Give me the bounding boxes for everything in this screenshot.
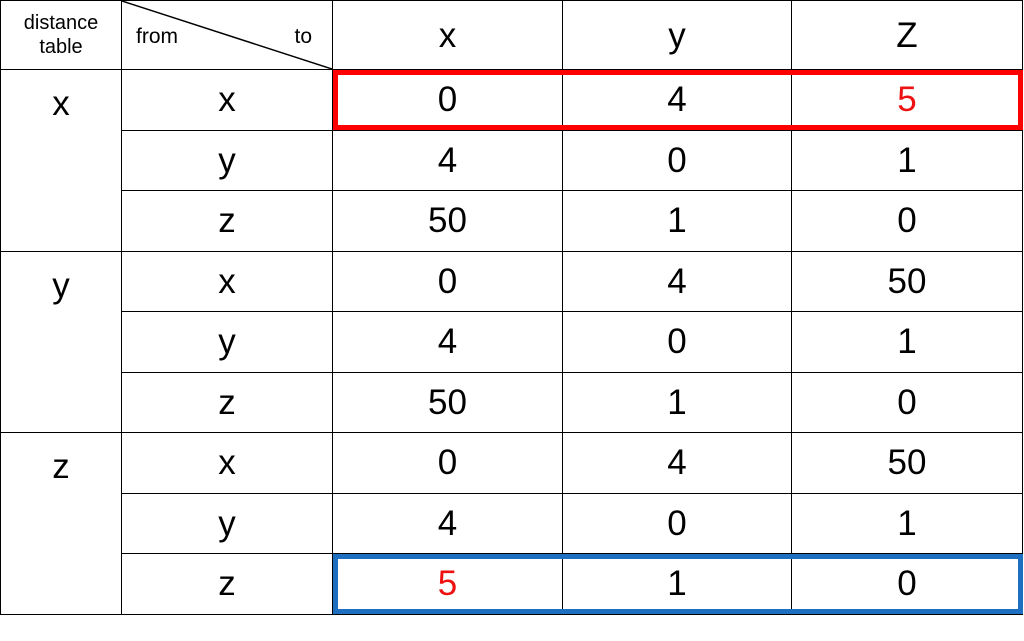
- distance-value-cell: 5: [332, 553, 563, 615]
- distance-value-cell: 1: [562, 553, 792, 615]
- distance-value-cell: 0: [791, 371, 1023, 433]
- distance-value-cell: 0: [332, 250, 563, 312]
- from-to-header: from to: [121, 0, 333, 70]
- distance-value-cell: 4: [332, 492, 563, 554]
- from-node-cell: y: [121, 129, 333, 191]
- distance-value-cell: 0: [332, 69, 563, 131]
- from-node-cell: z: [121, 190, 333, 252]
- group-label: y: [0, 250, 122, 433]
- distance-value-cell: 4: [562, 69, 792, 131]
- from-node-cell: x: [121, 69, 333, 131]
- distance-value-cell: 0: [562, 492, 792, 554]
- group-label: z: [0, 432, 122, 615]
- distance-value-cell: 50: [791, 250, 1023, 312]
- to-label: to: [294, 25, 312, 48]
- column-header: y: [562, 0, 792, 70]
- from-label: from: [136, 25, 178, 48]
- from-node-cell: y: [121, 311, 333, 373]
- column-header: x: [332, 0, 563, 70]
- from-node-cell: x: [121, 432, 333, 494]
- distance-value-cell: 50: [332, 371, 563, 433]
- distance-value-cell: 0: [562, 311, 792, 373]
- distance-value-cell: 0: [562, 129, 792, 191]
- distance-value-cell: 0: [791, 190, 1023, 252]
- distance-value-cell: 4: [332, 129, 563, 191]
- distance-value-cell: 5: [791, 69, 1023, 131]
- from-node-cell: x: [121, 250, 333, 312]
- header-row: distance table from to x y Z: [0, 0, 1023, 70]
- distance-value-cell: 4: [332, 311, 563, 373]
- corner-label: distance table: [0, 0, 122, 70]
- distance-value-cell: 1: [791, 129, 1023, 191]
- distance-value-cell: 4: [562, 432, 792, 494]
- from-node-cell: y: [121, 492, 333, 554]
- distance-value-cell: 1: [791, 311, 1023, 373]
- distance-value-cell: 50: [791, 432, 1023, 494]
- distance-value-cell: 1: [562, 190, 792, 252]
- distance-value-cell: 50: [332, 190, 563, 252]
- diagonal-divider: [122, 1, 332, 69]
- distance-value-cell: 4: [562, 250, 792, 312]
- distance-value-cell: 1: [791, 492, 1023, 554]
- distance-value-cell: 0: [791, 553, 1023, 615]
- from-node-cell: z: [121, 553, 333, 615]
- distance-value-cell: 1: [562, 371, 792, 433]
- group-label: x: [0, 69, 122, 252]
- from-node-cell: z: [121, 371, 333, 433]
- distance-value-cell: 0: [332, 432, 563, 494]
- column-header: Z: [791, 0, 1023, 70]
